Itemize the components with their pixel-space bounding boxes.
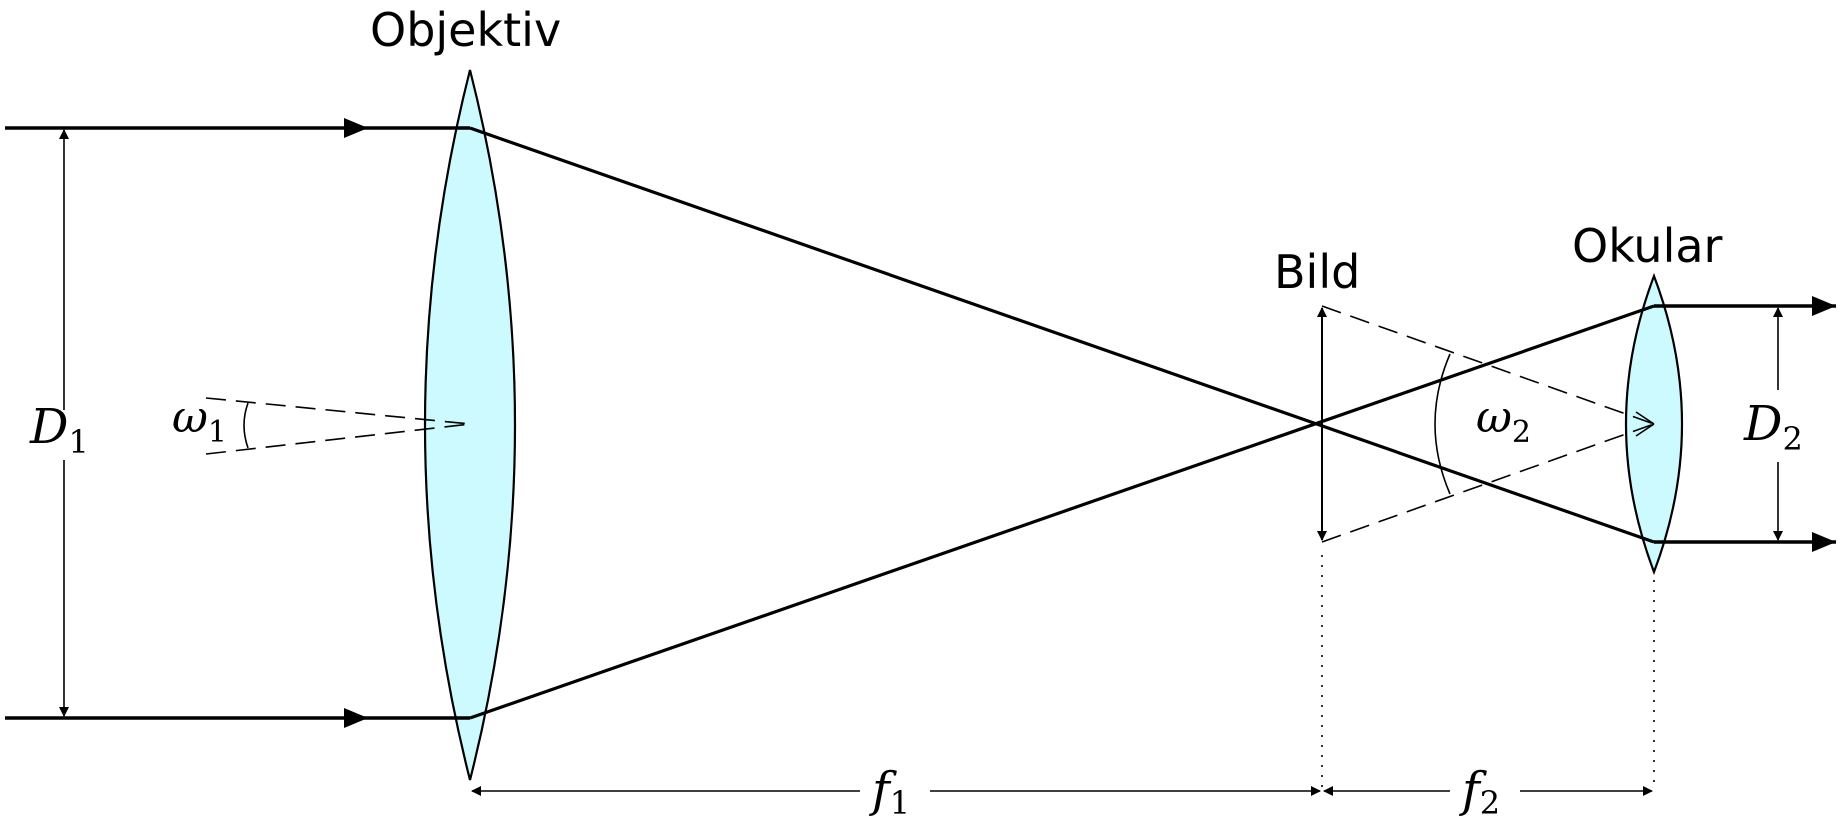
omega2-arrow-tip-upper <box>1635 411 1655 425</box>
omega1-label: ω1 <box>172 392 227 450</box>
omega2-label: ω2 <box>1476 392 1531 450</box>
image-label: Bild <box>1274 245 1360 299</box>
f2-label: f2 <box>1459 762 1500 821</box>
ray-top-out-arrowhead <box>1812 296 1836 316</box>
d2-label: D2 <box>1743 396 1803 458</box>
omega1-angle-arc <box>243 402 249 449</box>
d1-label: D1 <box>29 399 89 461</box>
objective-label: Objektiv <box>370 3 561 57</box>
omega2-angle-arc <box>1434 353 1451 495</box>
omega1-dashed-upper <box>205 397 471 425</box>
ray-bottom-out-arrowhead <box>1812 532 1836 552</box>
omega1-dashed-lower <box>205 423 471 455</box>
omega2-arrow-tip-lower <box>1635 423 1655 437</box>
ray-top-arrowhead <box>344 118 368 138</box>
f1-label: f1 <box>869 762 910 821</box>
ray-top-converging <box>469 126 1655 544</box>
ray-bottom-converging <box>469 304 1655 720</box>
ray-bottom-arrowhead <box>344 708 368 728</box>
objective-lens <box>423 69 517 781</box>
eyepiece-label: Okular <box>1572 219 1723 273</box>
